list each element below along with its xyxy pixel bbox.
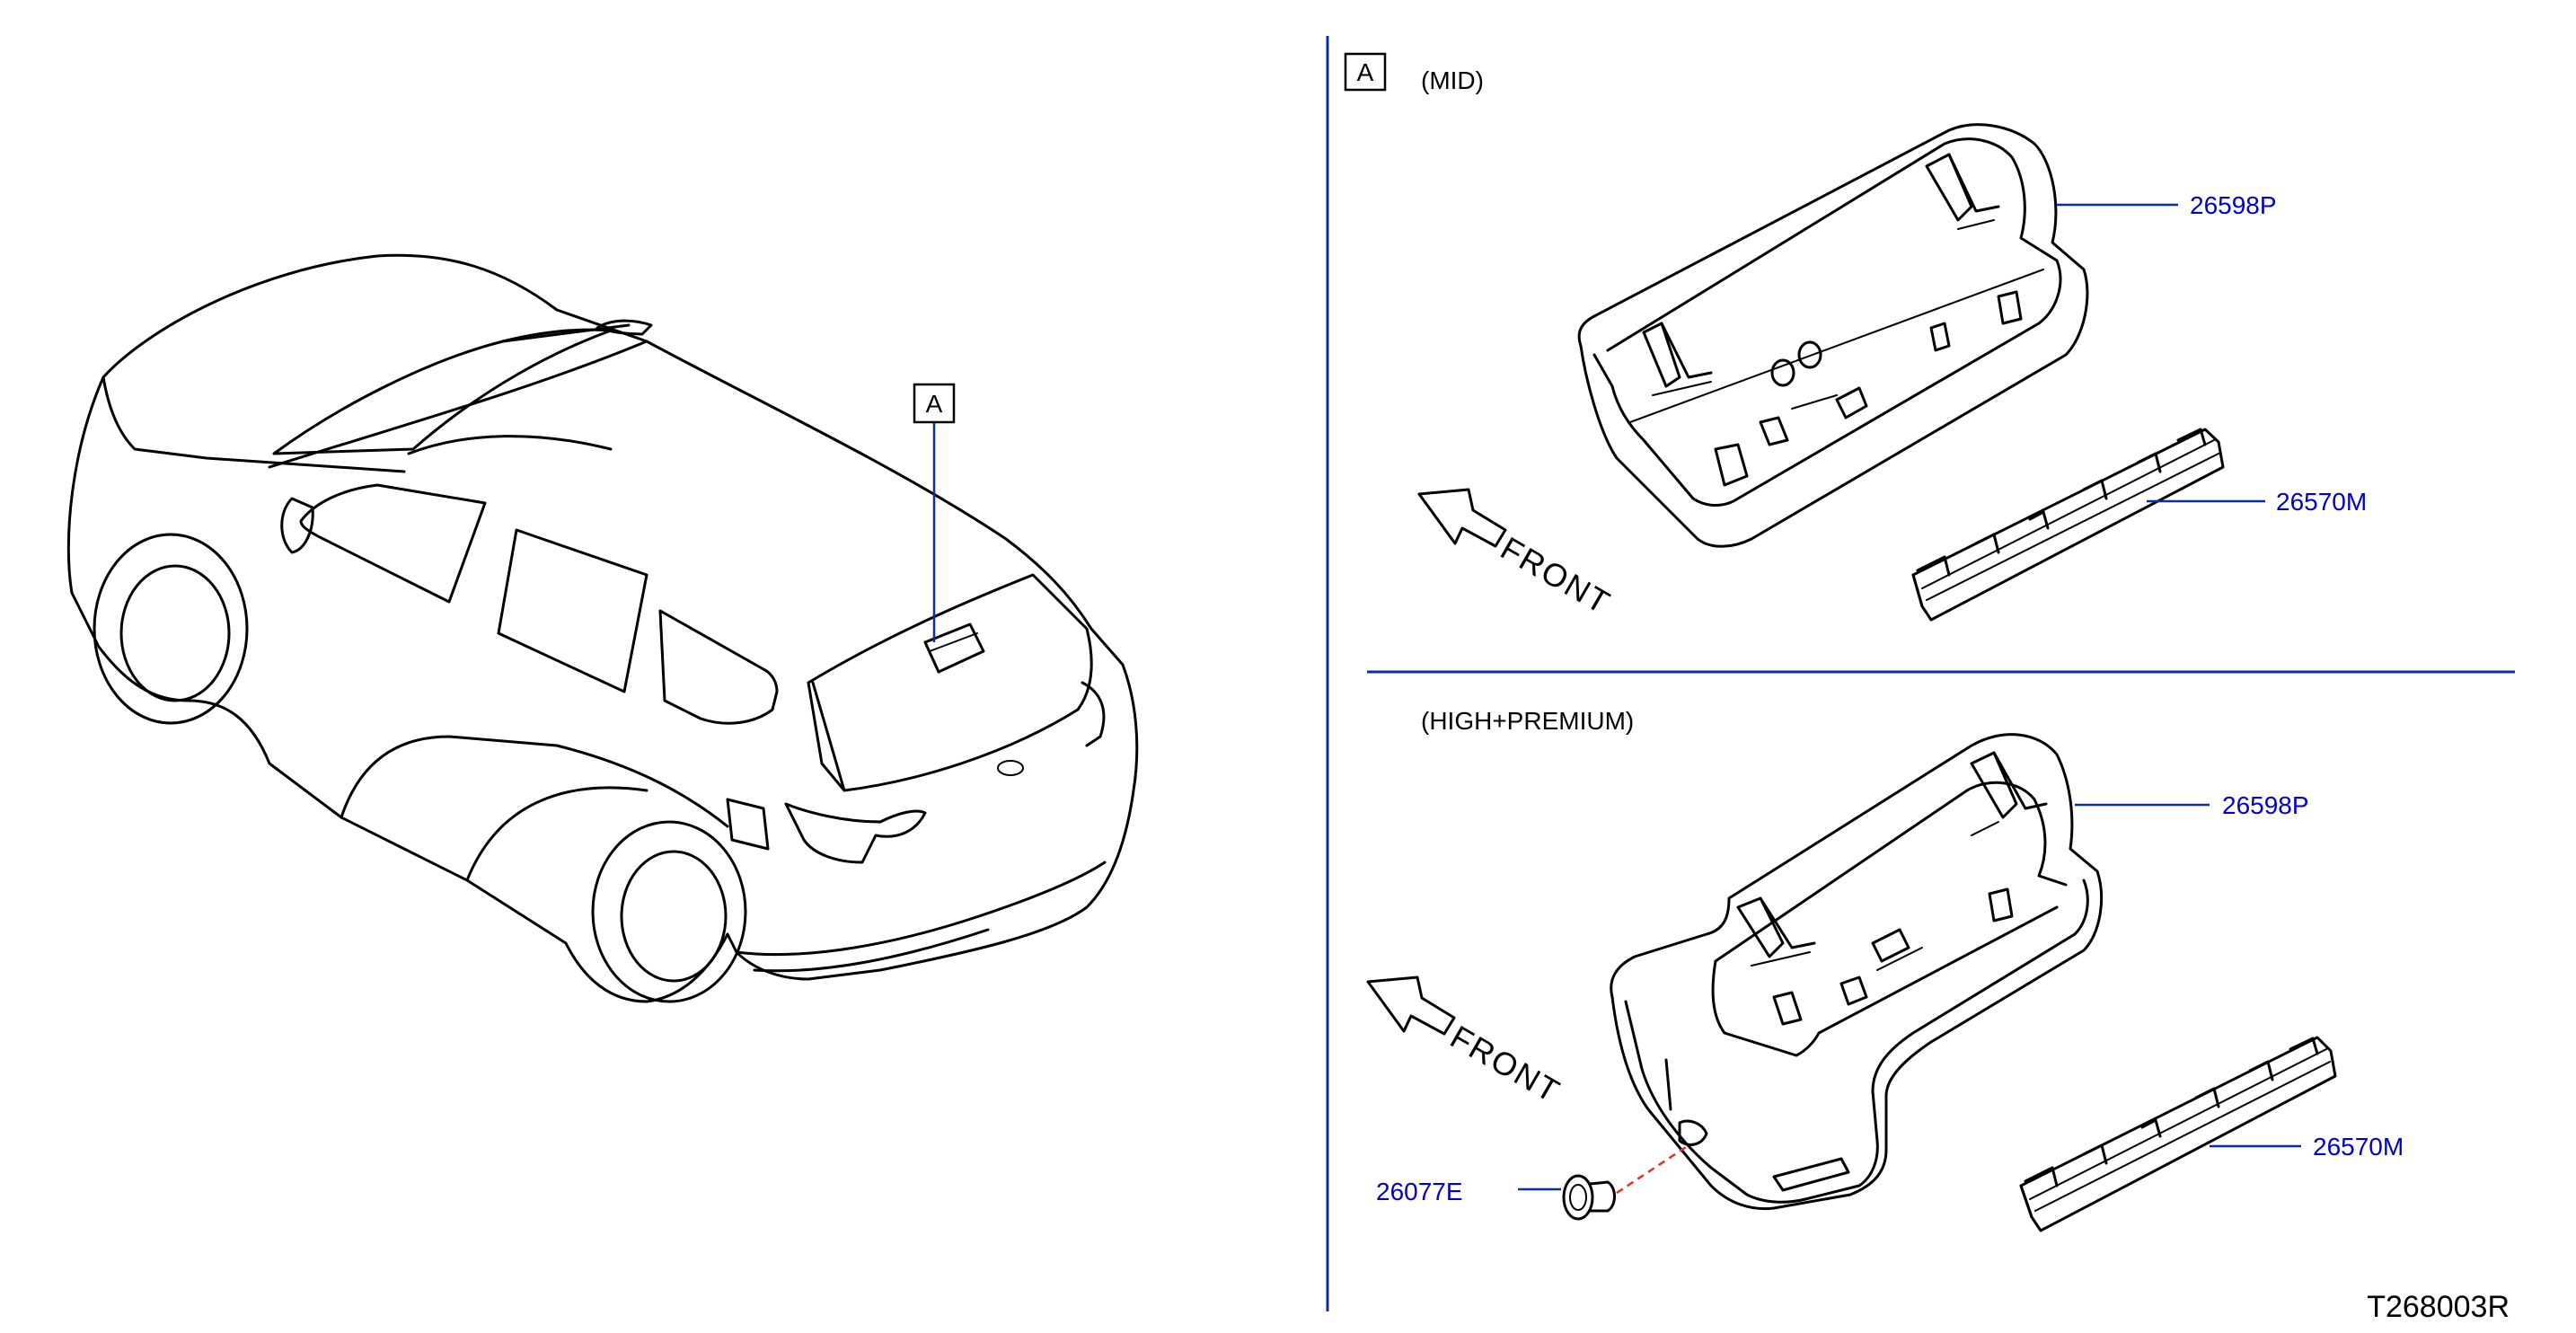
- part-number-high-lamp[interactable]: 26570M: [2313, 1133, 2404, 1161]
- high-lamp-cover: [1610, 733, 2104, 1211]
- part-number-mid-cover[interactable]: 26598P: [2190, 191, 2277, 219]
- vehicle-callout: A: [913, 383, 956, 642]
- section-high-label: (HIGH+PREMIUM): [1421, 707, 1634, 735]
- front-label-mid: FRONT: [1495, 529, 1618, 621]
- high-high-mount-stop-lamp: [2019, 1036, 2337, 1232]
- part-number-clip[interactable]: 26077E: [1376, 1178, 1463, 1205]
- mid-lamp-cover: [1577, 123, 2089, 548]
- section-box: [1344, 52, 1387, 92]
- front-label-high: FRONT: [1444, 1018, 1567, 1109]
- front-arrow-high: FRONT: [1366, 975, 1567, 1110]
- clip-fastener: [1562, 1143, 1689, 1221]
- vehicle-callout-letter: A: [926, 390, 943, 418]
- part-number-mid-lamp[interactable]: 26570M: [2276, 488, 2367, 516]
- section-mid-label: (MID): [1421, 66, 1484, 94]
- vehicle-illustration: [66, 253, 1139, 1003]
- section-box-letter: A: [1357, 58, 1374, 86]
- reference-code: T268003R: [2367, 1290, 2510, 1324]
- front-arrow-mid: FRONT: [1417, 488, 1618, 622]
- mid-high-mount-stop-lamp: [1911, 428, 2225, 622]
- part-number-high-cover[interactable]: 26598P: [2222, 791, 2309, 819]
